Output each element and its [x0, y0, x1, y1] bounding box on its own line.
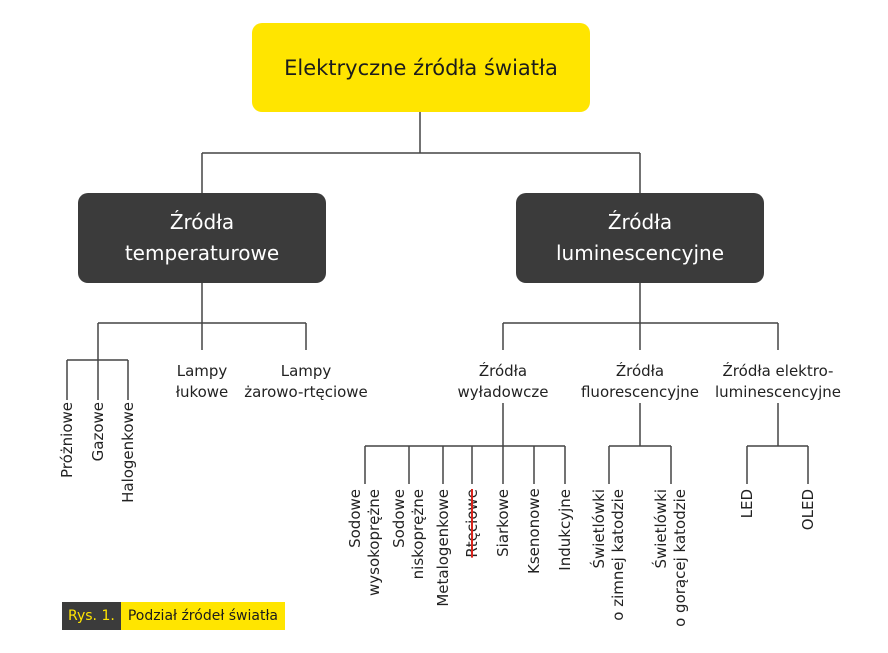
discharge-line2: wyładowcze — [457, 383, 549, 401]
category-luminescent-node: Źródła luminescencyjne — [516, 193, 764, 283]
leaf-sodowe-niskoprezne: Sodowe niskoprężne — [390, 489, 428, 586]
leaf-swietlowki-zimna: Świetlówki o zimnej katodzie — [590, 489, 628, 622]
caption-number: Rys. 1. — [62, 602, 121, 630]
leaf-sodowe-nis-line2: niskoprężne — [409, 489, 427, 580]
leaf-siarkowe: Siarkowe — [494, 489, 513, 563]
leaf-metalogenkowe-text: Metalogenkowe — [434, 489, 452, 607]
lampy-lukowe-label: Lampy łukowe — [176, 361, 229, 403]
leaf-oled-text: OLED — [799, 489, 817, 531]
leaf-gazowe-text: Gazowe — [89, 402, 107, 462]
leaf-led-text: LED — [738, 489, 756, 519]
discharge-line1: Źródła — [478, 362, 528, 380]
leaf-sodowe-nis-line1: Sodowe — [390, 489, 408, 548]
category-luminescent-line2: luminescencyjne — [555, 241, 725, 265]
leaf-ksenonowe-text: Ksenonowe — [525, 488, 543, 574]
category-temperature-line1: Źródła — [169, 210, 235, 234]
leaf-indukcyjne: Indukcyjne — [556, 489, 575, 576]
leaf-siarkowe-text: Siarkowe — [494, 489, 512, 557]
leaf-goraca-line2: o gorącej katodzie — [671, 489, 689, 627]
fluorescent-label: Źródła fluorescencyjne — [581, 361, 699, 403]
leaf-ksenonowe: Ksenonowe — [525, 488, 544, 574]
leaf-zimna-line1: Świetlówki — [590, 489, 608, 569]
lampy-zarowo-line1: Lampy — [280, 362, 332, 380]
leaf-oled: OLED — [799, 489, 818, 534]
leaf-gazowe: Gazowe — [89, 402, 108, 470]
leaf-zimna-line2: o zimnej katodzie — [609, 489, 627, 621]
leaf-rteciowe: Rtęciowe — [463, 489, 482, 566]
leaf-metalogenkowe: Metalogenkowe — [434, 489, 453, 611]
electro-label: Źródła elektro- luminescencyjne — [715, 361, 841, 403]
root-node: Elektryczne źródła światła — [252, 23, 590, 112]
leaf-goraca-line1: Świetlówki — [652, 489, 670, 569]
electro-line2: luminescencyjne — [714, 383, 842, 401]
lampy-lukowe-line2: łukowe — [175, 383, 229, 401]
lampy-lukowe-line1: Lampy — [176, 362, 228, 380]
leaf-sodowe-wys-line2: wysokoprężne — [365, 489, 383, 596]
fluorescent-line2: fluorescencyjne — [580, 383, 700, 401]
root-label: Elektryczne źródła światła — [284, 55, 558, 80]
figure-caption: Rys. 1. Podział źródeł światła — [62, 602, 286, 630]
category-temperature-line2: temperaturowe — [124, 241, 280, 265]
electro-line1: Źródła elektro- — [722, 362, 834, 380]
lampy-zarowo-line2: żarowo-rtęciowe — [244, 383, 368, 401]
fluorescent-line1: Źródła — [615, 362, 665, 380]
leaf-prozniowe-text: Próżniowe — [58, 402, 76, 479]
leaf-rteciowe-text: Rtęciowe — [463, 489, 481, 558]
category-temperature-node: Źródła temperaturowe — [78, 193, 326, 283]
leaf-sodowe-wys-line1: Sodowe — [346, 489, 364, 548]
leaf-led: LED — [738, 489, 757, 524]
leaf-prozniowe: Próżniowe — [58, 402, 77, 490]
leaf-halogenkowe-text: Halogenkowe — [119, 402, 137, 503]
leaf-swietlowki-goraca: Świetlówki o gorącej katodzie — [652, 489, 690, 630]
leaf-sodowe-wysokoprezne: Sodowe wysokoprężne — [346, 489, 384, 599]
leaf-indukcyjne-text: Indukcyjne — [556, 489, 574, 571]
leaf-halogenkowe: Halogenkowe — [119, 402, 138, 510]
category-luminescent-line1: Źródła — [607, 210, 673, 234]
lampy-zarowo-label: Lampy żarowo-rtęciowe — [244, 361, 368, 403]
caption-text: Podział źródeł światła — [120, 602, 286, 630]
discharge-label: Źródła wyładowcze — [458, 361, 549, 403]
